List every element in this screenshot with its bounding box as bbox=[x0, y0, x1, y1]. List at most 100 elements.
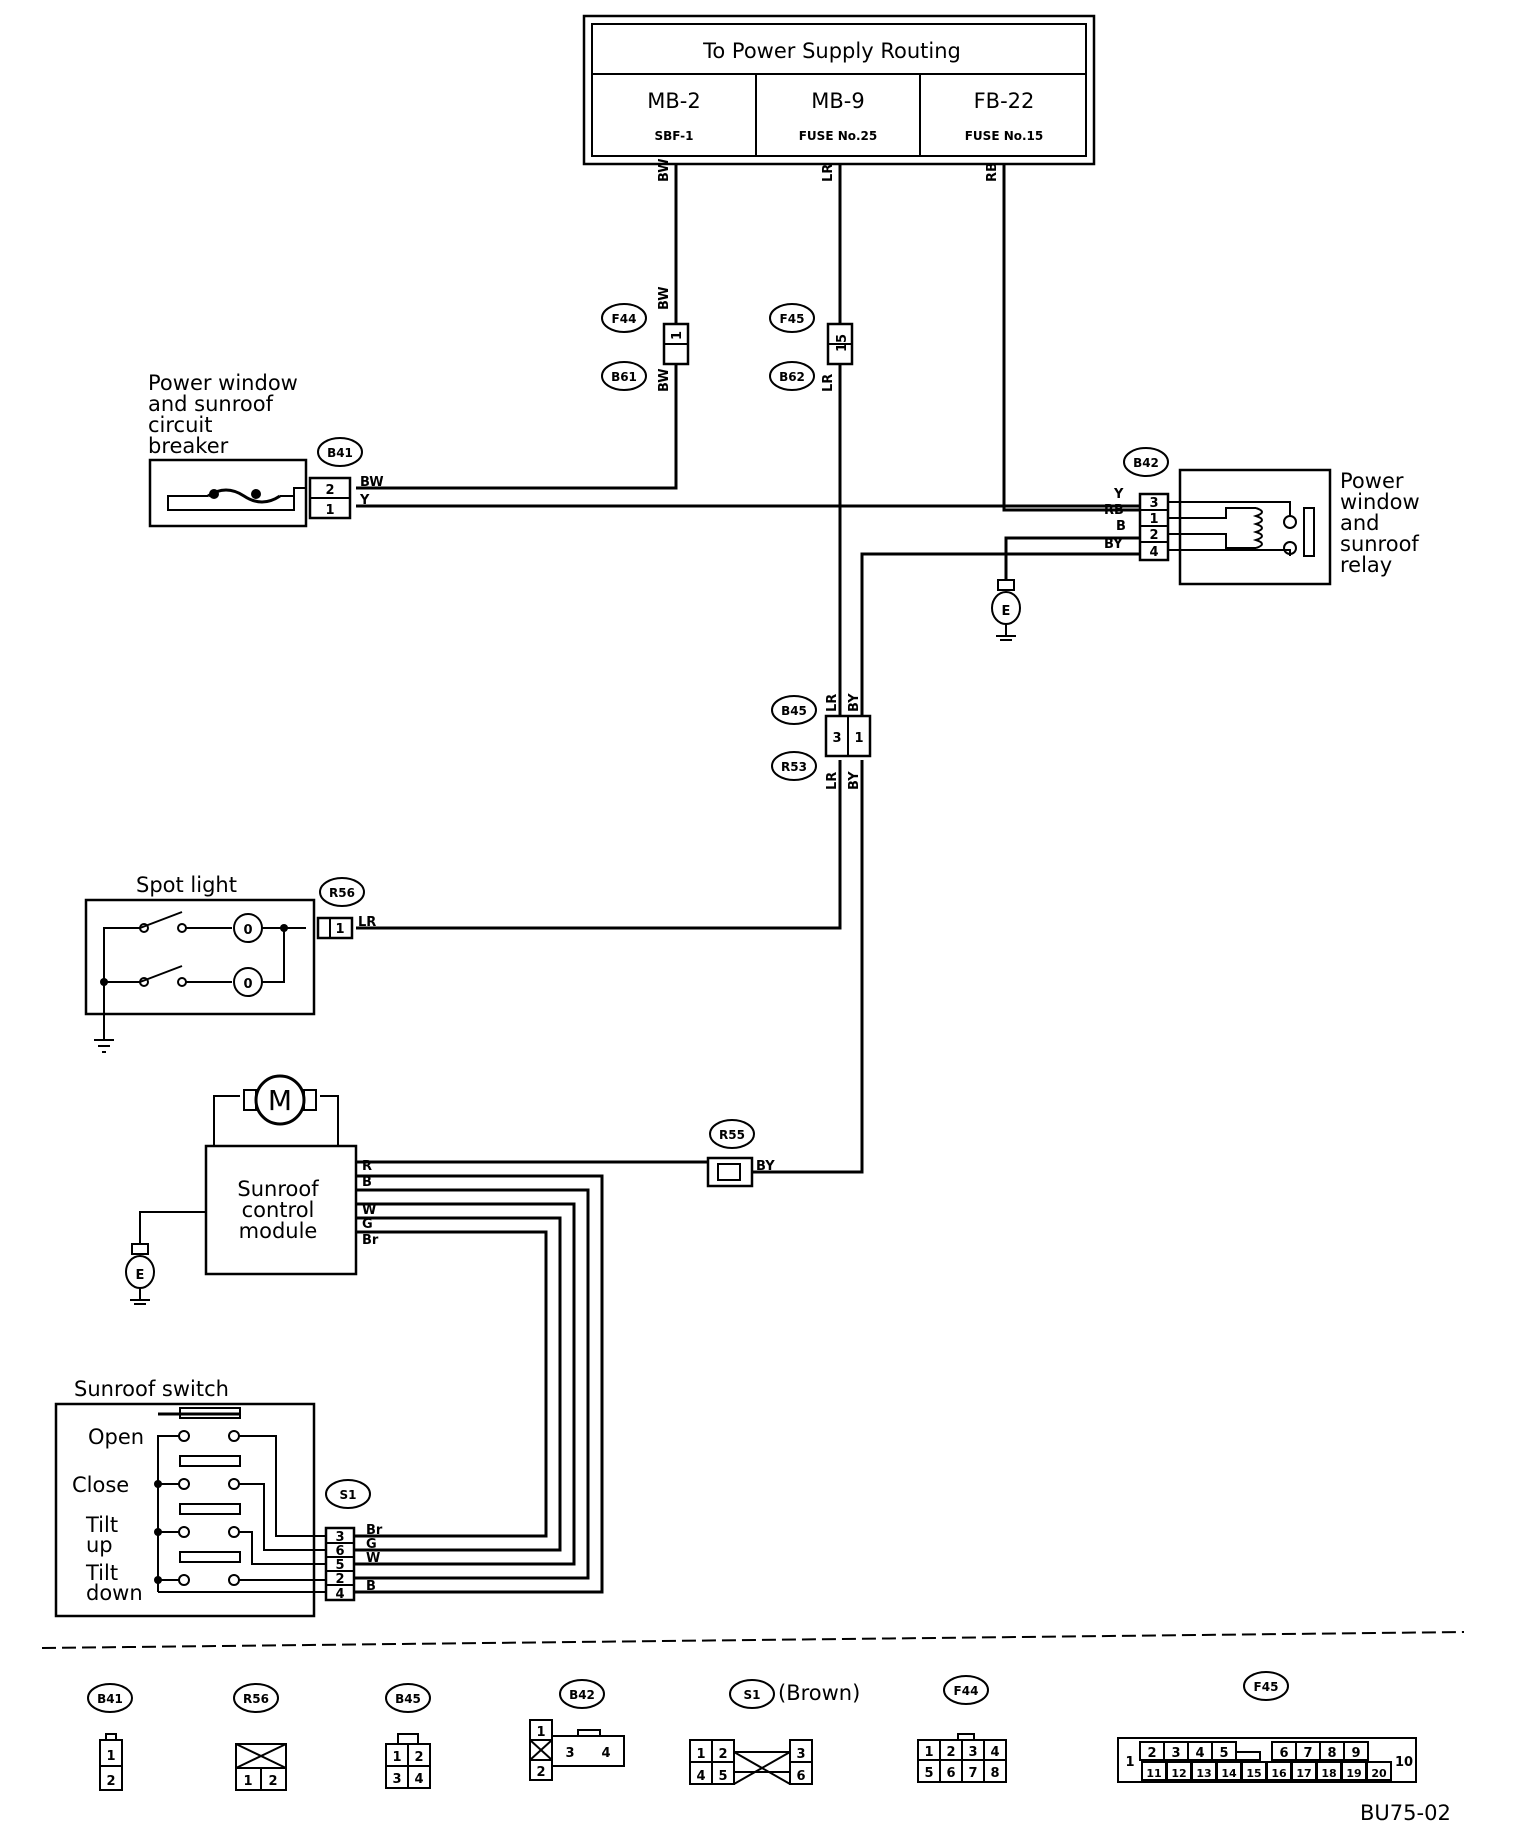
connector-label-r53: R53 bbox=[781, 760, 807, 774]
power-supply-fuse15: FUSE No.15 bbox=[965, 129, 1044, 143]
svg-text:3: 3 bbox=[968, 1745, 977, 1760]
svg-text:1: 1 bbox=[924, 1745, 933, 1760]
svg-text:0: 0 bbox=[243, 923, 252, 938]
figure-id: BU75-02 bbox=[1360, 1801, 1451, 1825]
pin-b42-1: 1 bbox=[1149, 512, 1158, 527]
svg-text:3: 3 bbox=[392, 1772, 401, 1787]
svg-text:4: 4 bbox=[990, 1745, 999, 1760]
pin-b42-4: 4 bbox=[1149, 545, 1158, 560]
connector-legend: B41 1 2 R56 1 2 B45 1 2 3 4 B42 1 bbox=[87, 1671, 1417, 1791]
wire-rb bbox=[1002, 164, 1140, 512]
wire-module-l bbox=[354, 1188, 590, 1580]
pin-f44: 1 bbox=[670, 331, 685, 340]
wire-label-bw-b41: BW bbox=[360, 475, 384, 490]
circuit-breaker: Power window and sunroof circuit breaker… bbox=[148, 371, 363, 528]
wire-label-lr-r56: LR bbox=[358, 915, 376, 930]
wire-label-g-module: G bbox=[362, 1217, 373, 1232]
svg-text:6: 6 bbox=[796, 1769, 805, 1784]
svg-text:0: 0 bbox=[243, 977, 252, 992]
svg-text:11: 11 bbox=[1146, 1767, 1161, 1780]
connector-label-r55: R55 bbox=[719, 1128, 745, 1142]
switch-pos-tiltup-2: up bbox=[86, 1533, 113, 1557]
connector-label-s1: S1 bbox=[340, 1488, 357, 1502]
sunroof-control-module: M Sunroof control module E bbox=[125, 1074, 358, 1305]
wire-label-lr-top: LR bbox=[821, 164, 836, 182]
wire-label-bw-b61: BW bbox=[657, 368, 672, 392]
wire-b bbox=[1004, 536, 1140, 580]
svg-text:6: 6 bbox=[946, 1766, 955, 1781]
wire-label-y-b41: Y bbox=[359, 493, 370, 508]
wire-label-lr-r53: LR bbox=[825, 772, 840, 790]
svg-text:1: 1 bbox=[696, 1747, 705, 1762]
wire-label-br-module: Br bbox=[362, 1233, 379, 1248]
motor-label: M bbox=[268, 1084, 292, 1117]
power-supply-fuse25: FUSE No.25 bbox=[799, 129, 878, 143]
svg-text:15: 15 bbox=[1246, 1767, 1261, 1780]
svg-text:10: 10 bbox=[1395, 1755, 1413, 1770]
svg-text:2: 2 bbox=[414, 1750, 423, 1765]
svg-text:8: 8 bbox=[990, 1766, 999, 1781]
svg-text:2: 2 bbox=[106, 1774, 115, 1789]
wire-label-rb-top: RB bbox=[985, 162, 1000, 182]
pin-b45-3: 3 bbox=[832, 731, 841, 746]
connector-label-b41: B41 bbox=[327, 446, 353, 460]
wire-module-b bbox=[354, 1174, 604, 1594]
svg-text:4: 4 bbox=[601, 1746, 610, 1761]
connector-r55: R55 bbox=[706, 1119, 755, 1188]
breaker-label-line4: breaker bbox=[148, 434, 229, 458]
pin-b45-1: 1 bbox=[854, 731, 863, 746]
wire-label-by-r53: BY bbox=[847, 771, 862, 790]
wire-module-w bbox=[354, 1202, 576, 1566]
power-supply-title: To Power Supply Routing bbox=[702, 39, 961, 63]
legend-label-b45: B45 bbox=[395, 1692, 421, 1706]
connector-label-b45: B45 bbox=[781, 704, 807, 718]
svg-text:3: 3 bbox=[796, 1747, 805, 1762]
sunroof-switch-label: Sunroof switch bbox=[74, 1377, 229, 1401]
wire-by-lower bbox=[752, 760, 864, 1174]
ground-relay: E bbox=[991, 579, 1021, 641]
wire-label-w-module: W bbox=[362, 1203, 376, 1218]
svg-text:1: 1 bbox=[536, 1725, 545, 1740]
legend-label-r56: R56 bbox=[243, 1692, 269, 1706]
wire-label-bw-top: BW bbox=[657, 158, 672, 182]
wire-by-upper bbox=[860, 552, 1140, 720]
pin-s1-2: 2 bbox=[335, 1572, 344, 1587]
svg-text:19: 19 bbox=[1346, 1767, 1361, 1780]
switch-pos-tiltup-1: Tilt bbox=[85, 1513, 118, 1537]
legend-label-f44: F44 bbox=[954, 1684, 979, 1698]
connector-f45-b62: 15 F45 B62 bbox=[769, 303, 854, 391]
wire-label-lr-b62: LR bbox=[821, 374, 836, 392]
svg-text:2: 2 bbox=[946, 1745, 955, 1760]
legend-label-b41: B41 bbox=[97, 1692, 123, 1706]
switch-pos-close: Close bbox=[72, 1473, 129, 1497]
connector-label-b42: B42 bbox=[1133, 456, 1159, 470]
wire-label-rb-relay: RB bbox=[1104, 503, 1124, 518]
wire-label-g-switch: G bbox=[366, 1537, 377, 1552]
legend-label-f45: F45 bbox=[1254, 1680, 1279, 1694]
wires bbox=[354, 164, 1140, 1594]
relay-label-line2: window bbox=[1340, 490, 1420, 514]
svg-text:2: 2 bbox=[536, 1765, 545, 1780]
connector-label-b61: B61 bbox=[611, 370, 637, 384]
svg-text:3: 3 bbox=[565, 1746, 574, 1761]
module-label-line3: module bbox=[239, 1219, 318, 1243]
switch-pos-tiltdown-2: down bbox=[86, 1581, 143, 1605]
wire-labels: BW LR RB BW BW LR BW Y Y RB B BY LR BY L… bbox=[358, 158, 1126, 1594]
svg-text:1: 1 bbox=[392, 1750, 401, 1765]
sunroof-switch: Sunroof switch Open Close Tilt up Tilt d… bbox=[54, 1377, 371, 1618]
pin-b41-2: 2 bbox=[325, 483, 334, 498]
svg-text:17: 17 bbox=[1296, 1767, 1311, 1780]
power-supply-box: To Power Supply Routing MB-2 SBF-1 MB-9 … bbox=[582, 14, 1096, 166]
pin-s1-3: 3 bbox=[335, 1530, 344, 1545]
svg-text:2: 2 bbox=[268, 1774, 277, 1789]
connector-label-f45: F45 bbox=[780, 312, 805, 326]
svg-text:18: 18 bbox=[1321, 1767, 1336, 1780]
legend-label-b42: B42 bbox=[569, 1688, 595, 1702]
spot-light: Spot light 0 0 1 R56 bbox=[84, 873, 365, 1053]
relay-label-line1: Power bbox=[1340, 469, 1404, 493]
pin-s1-6: 6 bbox=[335, 1544, 344, 1559]
wire-module-br bbox=[354, 1230, 548, 1538]
breaker-label-line3: circuit bbox=[148, 413, 212, 437]
power-window-relay: B42 3 1 2 4 Power window and sunroof rel… bbox=[1123, 447, 1420, 586]
